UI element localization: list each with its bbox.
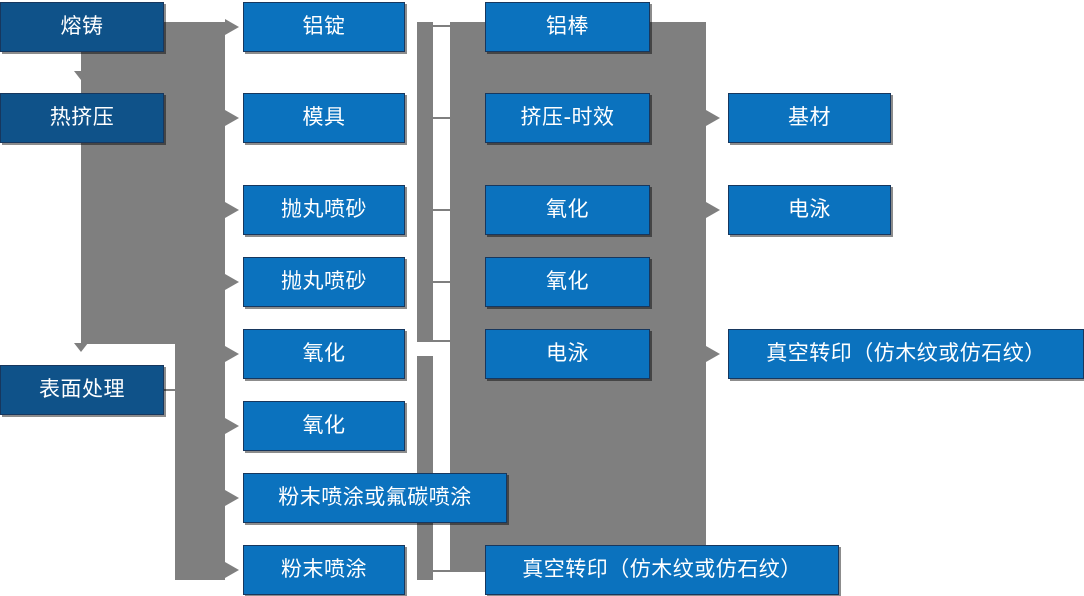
arrow-to-electrophoresis-icon [706,202,720,218]
sub-process-box-powder-coating[interactable]: 粉末喷涂 [243,545,405,595]
sub-process-box-aluminum-ingot[interactable]: 铝锭 [243,2,405,52]
connector-rung-6 [433,570,451,572]
arrow-to-oxidation-2-icon [225,418,239,434]
connector-left-spine-lower [175,344,225,580]
sub-process-box-oxidation-1[interactable]: 氧化 [243,329,405,379]
arrow-to-powder-or-pvdf-icon [225,490,239,506]
connector-rung-5 [433,340,451,342]
treatment-box-extrusion-aging[interactable]: 挤压-时效 [485,93,650,143]
arrow-to-mold-icon [225,110,239,126]
treatment-box-aluminum-bar[interactable]: 铝棒 [485,2,650,52]
treatment-box-electrophoresis[interactable]: 电泳 [485,329,650,379]
stage-box-melt-cast[interactable]: 熔铸 [0,2,164,52]
arrow-to-shot-blast-2-icon [225,274,239,290]
sub-process-box-shot-blast-2[interactable]: 抛丸喷砂 [243,257,405,307]
stage-box-hot-extrusion[interactable]: 热挤压 [0,93,164,143]
sub-process-box-oxidation-2[interactable]: 氧化 [243,401,405,451]
connector-rung-4 [433,281,451,283]
connector-rung-1 [433,25,451,27]
connector-mid-spine-lower [417,356,433,580]
output-box-vacuum-transfer[interactable]: 真空转印（仿木纹或仿石纹） [728,329,1084,379]
connector-rung-2 [433,117,451,119]
connector-rung-3 [433,209,451,211]
arrow-down-to-surface-treatment-icon [74,343,88,352]
arrow-to-shot-blast-1-icon [225,202,239,218]
connector-mid-spine-upper [417,22,433,342]
connector-surface-treatment-stub [164,389,186,391]
arrow-to-aluminum-ingot-icon [225,19,239,35]
treatment-box-oxidation-2[interactable]: 氧化 [485,257,650,307]
treatment-box-vacuum-transfer[interactable]: 真空转印（仿木纹或仿石纹） [485,545,839,595]
stage-box-surface-treatment[interactable]: 表面处理 [0,365,164,415]
arrow-down-to-hot-extrusion-icon [74,71,88,80]
output-box-electrophoresis[interactable]: 电泳 [728,185,891,235]
arrow-to-base-material-icon [706,110,720,126]
output-box-base-material[interactable]: 基材 [728,93,891,143]
arrow-to-vacuum-transfer-icon [706,346,720,362]
treatment-box-oxidation-1[interactable]: 氧化 [485,185,650,235]
sub-process-box-mold[interactable]: 模具 [243,93,405,143]
sub-process-box-powder-or-pvdf[interactable]: 粉末喷涂或氟碳喷涂 [243,473,507,523]
arrow-to-oxidation-1-icon [225,346,239,362]
arrow-to-powder-coating-icon [225,562,239,578]
sub-process-box-shot-blast-1[interactable]: 抛丸喷砂 [243,185,405,235]
